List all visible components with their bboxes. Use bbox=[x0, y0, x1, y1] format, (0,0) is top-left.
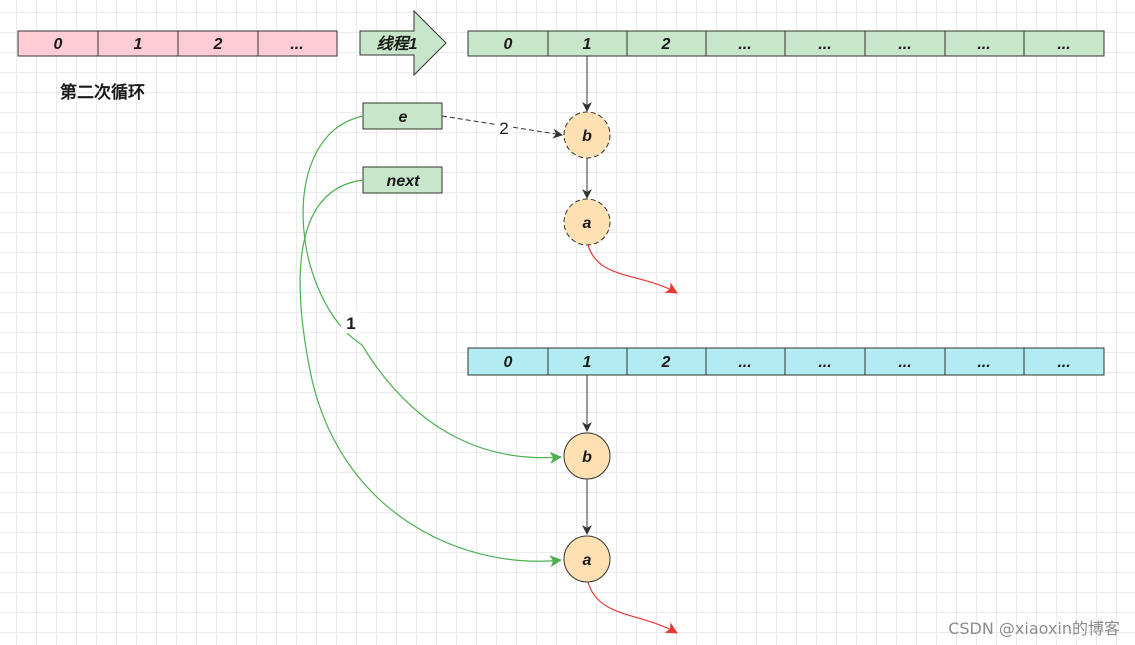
old-table-cell-label: 2 bbox=[213, 36, 223, 53]
thread1-table-cell bbox=[864, 30, 946, 57]
other-table: 0 1 2 ... ... ... ... ... bbox=[467, 347, 1105, 376]
thread1-table-cell-label: ... bbox=[818, 36, 831, 53]
thread1-table-cell bbox=[944, 30, 1025, 57]
thread1-table-cell bbox=[1023, 30, 1105, 57]
other-table-cell-label: 0 bbox=[504, 354, 513, 371]
other-table-cell bbox=[626, 347, 707, 376]
thread1-node-a-label: a bbox=[583, 215, 592, 232]
old-table: 0 1 2 ... bbox=[17, 30, 338, 57]
thread1-table-cell bbox=[705, 30, 786, 57]
e-to-other-b-green-curve bbox=[302, 115, 562, 464]
thread1-table-cell-label: ... bbox=[1057, 36, 1070, 53]
other-table-cell bbox=[864, 347, 946, 376]
thread1-node-b: b bbox=[563, 111, 611, 159]
old-table-cell-label: 0 bbox=[54, 36, 63, 53]
other-node-a-label: a bbox=[583, 552, 592, 569]
other-table-cell-label: ... bbox=[1057, 354, 1070, 371]
thread1-table-cell bbox=[626, 30, 707, 57]
other-table-cell-label: ... bbox=[898, 354, 911, 371]
next-to-other-a-green-curve bbox=[299, 179, 562, 568]
other-node-b-label: b bbox=[582, 449, 592, 466]
other-node-a-circle bbox=[563, 535, 611, 583]
thread1-table-cell-label: 0 bbox=[504, 36, 513, 53]
thread-arrow: 线程1 bbox=[359, 9, 447, 77]
other-node-b: b bbox=[563, 432, 611, 480]
other-table-cell-label: ... bbox=[738, 354, 751, 371]
edge-label-2: 2 bbox=[499, 119, 508, 138]
edge-label-1: 1 bbox=[346, 314, 355, 333]
edge-label-2-bg bbox=[495, 119, 513, 137]
other-table-cell-label: 2 bbox=[661, 354, 671, 371]
old-table-cell bbox=[177, 30, 259, 57]
thread-arrow-shape bbox=[359, 9, 447, 77]
pointer-e-label: e bbox=[399, 109, 408, 126]
old-table-cell bbox=[97, 30, 179, 57]
thread1-table: 0 1 2 ... ... ... ... ... bbox=[467, 30, 1105, 57]
thread1-table-cell bbox=[547, 30, 628, 57]
thread1-table-cell-label: ... bbox=[977, 36, 990, 53]
thread1-table-cell-label: 1 bbox=[583, 36, 592, 53]
other-table-cell bbox=[784, 347, 866, 376]
thread1-a-next-red-arrow bbox=[587, 244, 678, 294]
other-table-cell bbox=[467, 347, 549, 376]
watermark: CSDN @xiaoxin的博客 bbox=[948, 619, 1120, 638]
thread1-node-b-label: b bbox=[582, 128, 592, 145]
old-table-cell-label: ... bbox=[290, 36, 303, 53]
thread1-table-cell bbox=[784, 30, 866, 57]
old-table-cell bbox=[257, 30, 338, 57]
other-table-cell-label: ... bbox=[818, 354, 831, 371]
pointer-next: next bbox=[362, 166, 443, 194]
thread-label: 线程1 bbox=[377, 35, 418, 53]
thread1-table-cell-label: ... bbox=[898, 36, 911, 53]
loop-title: 第二次循环 bbox=[60, 82, 145, 103]
other-table-cell-label: 1 bbox=[583, 354, 592, 371]
other-a-next-red-arrow bbox=[587, 581, 678, 634]
thread1-node-a: a bbox=[563, 198, 611, 246]
thread1-table-cell-label: ... bbox=[738, 36, 751, 53]
thread1-node-a-circle bbox=[563, 198, 611, 246]
other-node-a: a bbox=[563, 535, 611, 583]
edge-label-1-bg bbox=[341, 311, 361, 333]
other-table-cell bbox=[547, 347, 628, 376]
pointer-next-box bbox=[362, 166, 443, 194]
old-table-cell bbox=[17, 30, 99, 57]
thread1-table-cell-label: 2 bbox=[661, 36, 671, 53]
pointer-e: e bbox=[362, 102, 443, 130]
other-table-cell bbox=[1023, 347, 1105, 376]
other-table-cell-label: ... bbox=[977, 354, 990, 371]
other-table-cell bbox=[944, 347, 1025, 376]
old-table-cell-label: 1 bbox=[134, 36, 143, 53]
pointer-next-label: next bbox=[387, 173, 421, 190]
